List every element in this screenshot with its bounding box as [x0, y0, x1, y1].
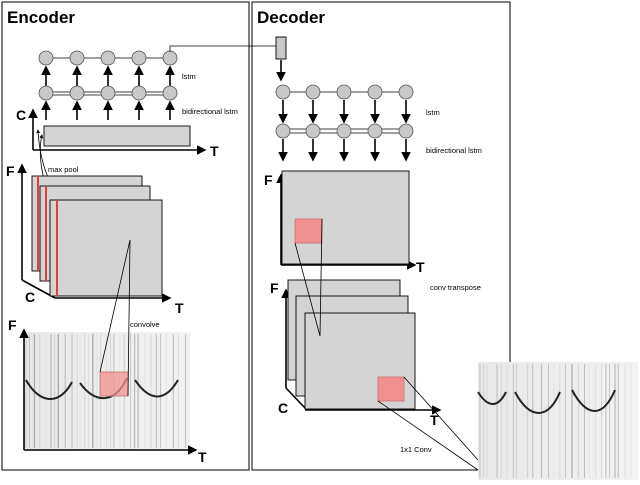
decoder-bilstm-node: [305, 123, 321, 139]
encoder-c-axis-mid: [21, 279, 56, 299]
decoder-lstm-node: [367, 84, 383, 100]
decoder-lstm-node: [398, 84, 414, 100]
encoder-bilstm-label: bidirectional lstm: [182, 107, 238, 116]
encoder-bilstm-node: [162, 85, 178, 101]
decoder-axis-t-bottom-label: T: [430, 412, 439, 428]
encoder-feature-map: [49, 199, 163, 297]
decoder-lstm-grid: [275, 84, 414, 162]
encoder-lstm-node: [162, 50, 178, 66]
conv-transpose-projection: [319, 218, 323, 337]
convolve-projection: [99, 239, 131, 373]
encoder-convolve-label: convolve: [130, 320, 160, 329]
encoder-pooled-map: [43, 125, 191, 147]
decoder-bilstm-node: [398, 123, 414, 139]
conv1x1-projection: [403, 376, 479, 461]
encoder-axis-t-top-label: T: [210, 143, 219, 159]
encoder-spectrogram: [24, 332, 190, 450]
encoder-maxpool-label: max pool: [48, 165, 79, 174]
decoder-bilstm-node: [367, 123, 383, 139]
decoder-axis-f-top-label: F: [264, 172, 273, 188]
encoder-lstm-node: [131, 50, 147, 66]
conv-transpose-projection: [294, 242, 321, 337]
decoder-axis-c-bottom-label: C: [278, 400, 288, 416]
encoder-bilstm-node: [69, 85, 85, 101]
encoder-lstm-node: [100, 50, 116, 66]
decoder-conv1x1-label: 1x1 Conv: [400, 445, 432, 454]
encoder-bilstm-node: [38, 85, 54, 101]
encoder-bilstm-node: [131, 85, 147, 101]
convolve-projection: [127, 239, 131, 397]
encoder-decoder-link: [169, 45, 276, 52]
decoder-lstm-node: [275, 84, 291, 100]
decoder-bilstm-node: [336, 123, 352, 139]
decoder-stack-highlight: [377, 376, 405, 402]
decoder-conv-transpose-label: conv transpose: [430, 283, 481, 292]
decoder-title: Decoder: [257, 8, 325, 27]
decoder-lstm-node: [305, 84, 321, 100]
encoder-bilstm-node: [100, 85, 116, 101]
decoder-bilstm-label: bidirectional lstm: [426, 146, 482, 155]
encoder-lstm-node: [69, 50, 85, 66]
decoder-lstm-label: lstm: [426, 108, 440, 117]
encoder-lstm-node: [38, 50, 54, 66]
encoder-panel: [1, 1, 250, 471]
encoder-axis-c-label: C: [16, 107, 26, 123]
decoder-axis-t-top-label: T: [416, 259, 425, 275]
context-vector: [275, 36, 287, 60]
output-spectrogram: [477, 362, 638, 480]
encoder-axis-f-mid-label: F: [6, 163, 15, 179]
encoder-lstm-label: lstm: [182, 72, 196, 81]
encoder-lstm-grid: [38, 50, 178, 120]
decoder-lstm-node: [336, 84, 352, 100]
conv1x1-projection: [377, 400, 479, 471]
encoder-axis-c-mid-label: C: [25, 289, 35, 305]
decoder-highlight-patch: [294, 218, 323, 244]
decoder-panel: [251, 1, 511, 471]
encoder-axis-f-spec-label: F: [8, 317, 17, 333]
encoder-title: Encoder: [7, 8, 75, 27]
decoder-axis-f-bottom-label: F: [270, 280, 279, 296]
decoder-bilstm-node: [275, 123, 291, 139]
decoder-feature-map: [281, 170, 410, 265]
encoder-axis-t-mid-label: T: [175, 300, 184, 316]
encoder-axis-t-spec-label: T: [198, 449, 207, 465]
